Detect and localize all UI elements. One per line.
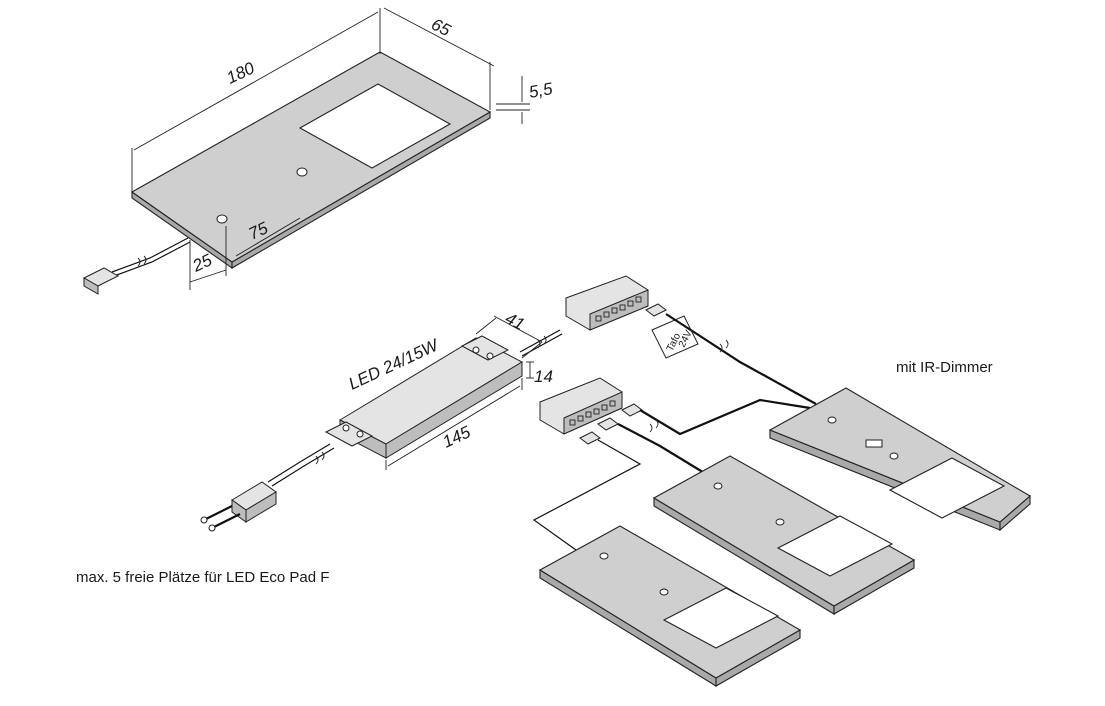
dim-width-label: 65 [428, 15, 454, 41]
dim-driver-length-label: 145 [440, 422, 474, 451]
footnote: max. 5 freie Plätze für LED Eco Pad F [76, 569, 329, 586]
dim-driver-height-label: 14 [534, 367, 553, 386]
connector-tag: Tafo 24V [651, 315, 699, 359]
distributor-bottom [539, 377, 623, 435]
dimmer-label: mit IR-Dimmer [896, 359, 993, 376]
wiring [532, 313, 817, 551]
dim-height-label: 5,5 [527, 79, 554, 102]
dim-driver-width-label: 41 [502, 309, 527, 335]
pad-front [538, 525, 802, 687]
distributor-top [565, 275, 649, 331]
pad-ir-dimmer [768, 387, 1031, 532]
driver-dimensions [385, 315, 543, 470]
single-pad [82, 51, 492, 295]
connectors [579, 303, 667, 445]
single-pad-dimensions [131, 7, 530, 290]
led-driver [200, 329, 563, 532]
pad-middle [652, 455, 916, 615]
